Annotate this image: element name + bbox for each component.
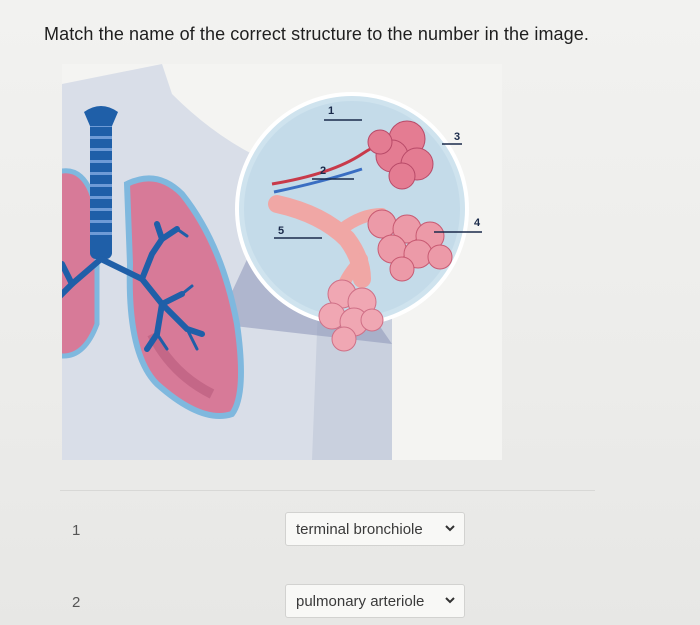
- chevron-down-icon: [445, 597, 455, 604]
- select-value: terminal bronchiole: [296, 521, 423, 538]
- figure-label-5: 5: [278, 225, 284, 237]
- respiratory-diagram: 1 2 3 4 5: [62, 64, 502, 460]
- figure-label-4: 4: [474, 217, 481, 229]
- match-row-number: 1: [72, 522, 81, 539]
- match-row-number: 2: [72, 594, 81, 611]
- figure-label-2: 2: [320, 165, 326, 177]
- figure-label-3: 3: [454, 131, 460, 143]
- question-text: Match the name of the correct structure …: [44, 24, 589, 44]
- chevron-down-icon: [445, 525, 455, 532]
- divider: [60, 490, 595, 491]
- match-select-2[interactable]: pulmonary arteriole: [285, 584, 465, 618]
- figure-label-1: 1: [328, 105, 334, 117]
- select-value: pulmonary arteriole: [296, 593, 425, 610]
- match-select-1[interactable]: terminal bronchiole: [285, 512, 465, 546]
